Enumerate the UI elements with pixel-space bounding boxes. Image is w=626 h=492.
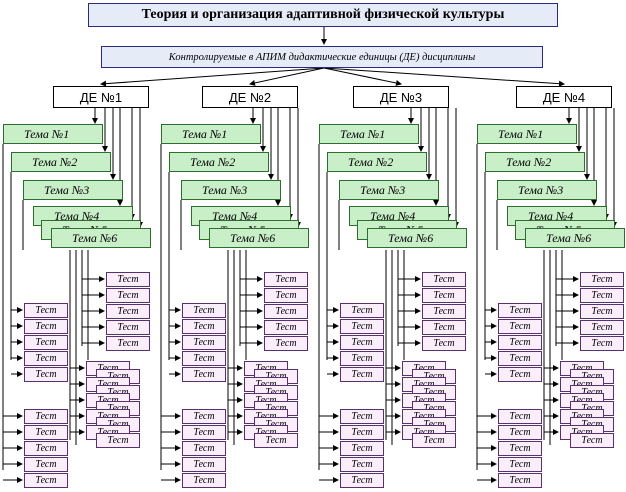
test-4-a2: Тест (498, 319, 542, 334)
topic-4-1: Тема №1 (477, 124, 577, 144)
test-2-b5: Тест (182, 473, 226, 488)
test-4-a3: Тест (498, 335, 542, 350)
test-1-a2: Тест (24, 319, 68, 334)
test-4-a4: Тест (498, 351, 542, 366)
test-4-c3: Тест (580, 304, 624, 319)
test-3-b2: Тест (340, 425, 384, 440)
test-2-c3: Тест (264, 304, 308, 319)
test-3-b4: Тест (340, 457, 384, 472)
diagram-title: Теория и организация адаптивной физическ… (88, 3, 558, 27)
test-1-a4: Тест (24, 351, 68, 366)
topic-4-6: Тема №6 (525, 228, 625, 248)
test-4-c2: Тест (580, 288, 624, 303)
topic-1-6: Тема №6 (51, 228, 151, 248)
test-2-b3: Тест (182, 441, 226, 456)
test-2-a1: Тест (182, 303, 226, 318)
diagram-subtitle: Контролируемые в АПИМ дидактические един… (101, 46, 543, 68)
test-3-c4: Тест (422, 320, 466, 335)
topic-2-1: Тема №1 (161, 124, 261, 144)
test-3-a5: Тест (340, 367, 384, 382)
test-1-c3: Тест (106, 304, 150, 319)
test-4-a1: Тест (498, 303, 542, 318)
test-1-b2: Тест (24, 425, 68, 440)
topic-3-3: Тема №3 (339, 180, 439, 200)
test-1-b4: Тест (24, 457, 68, 472)
test-2-a4: Тест (182, 351, 226, 366)
test-2-c4: Тест (264, 320, 308, 335)
test-1-c1: Тест (106, 272, 150, 287)
test-3-c1: Тест (422, 272, 466, 287)
test-3-c5: Тест (422, 336, 466, 351)
test-3-b3: Тест (340, 441, 384, 456)
topic-4-3: Тема №3 (497, 180, 597, 200)
test-4-b4: Тест (498, 457, 542, 472)
test-1-c2: Тест (106, 288, 150, 303)
test-4-c4: Тест (580, 320, 624, 335)
test-2-b1: Тест (182, 409, 226, 424)
test-1-a1: Тест (24, 303, 68, 318)
test-1-b1: Тест (24, 409, 68, 424)
test-4-c1: Тест (580, 272, 624, 287)
test-3-a3: Тест (340, 335, 384, 350)
test-1-b3: Тест (24, 441, 68, 456)
de-unit-2: ДЕ №2 (202, 86, 298, 108)
topic-2-2: Тема №2 (169, 152, 269, 172)
test-1-e5: Тест (96, 433, 140, 448)
test-2-c2: Тест (264, 288, 308, 303)
test-4-b3: Тест (498, 441, 542, 456)
topic-1-3: Тема №3 (23, 180, 123, 200)
test-4-c5: Тест (580, 336, 624, 351)
de-unit-3: ДЕ №3 (353, 86, 449, 108)
test-1-a3: Тест (24, 335, 68, 350)
test-3-b1: Тест (340, 409, 384, 424)
test-3-a1: Тест (340, 303, 384, 318)
test-3-c2: Тест (422, 288, 466, 303)
topic-1-1: Тема №1 (3, 124, 103, 144)
topic-2-3: Тема №3 (181, 180, 281, 200)
test-2-a2: Тест (182, 319, 226, 334)
test-1-b5: Тест (24, 473, 68, 488)
topic-1-2: Тема №2 (11, 152, 111, 172)
test-3-a2: Тест (340, 319, 384, 334)
topic-3-2: Тема №2 (327, 152, 427, 172)
test-2-a3: Тест (182, 335, 226, 350)
topic-3-6: Тема №6 (367, 228, 467, 248)
test-4-e5: Тест (570, 433, 614, 448)
test-4-b5: Тест (498, 473, 542, 488)
test-3-e5: Тест (412, 433, 456, 448)
test-4-a5: Тест (498, 367, 542, 382)
test-2-b4: Тест (182, 457, 226, 472)
test-3-a4: Тест (340, 351, 384, 366)
test-4-b1: Тест (498, 409, 542, 424)
topic-3-1: Тема №1 (319, 124, 419, 144)
test-4-b2: Тест (498, 425, 542, 440)
test-1-c4: Тест (106, 320, 150, 335)
test-3-c3: Тест (422, 304, 466, 319)
de-unit-1: ДЕ №1 (53, 86, 149, 108)
de-unit-4: ДЕ №4 (516, 86, 612, 108)
topic-2-6: Тема №6 (209, 228, 309, 248)
test-1-a5: Тест (24, 367, 68, 382)
test-2-e5: Тест (254, 433, 298, 448)
test-1-c5: Тест (106, 336, 150, 351)
topic-4-2: Тема №2 (485, 152, 585, 172)
test-2-c1: Тест (264, 272, 308, 287)
test-2-b2: Тест (182, 425, 226, 440)
test-2-a5: Тест (182, 367, 226, 382)
test-2-c5: Тест (264, 336, 308, 351)
test-3-b5: Тест (340, 473, 384, 488)
